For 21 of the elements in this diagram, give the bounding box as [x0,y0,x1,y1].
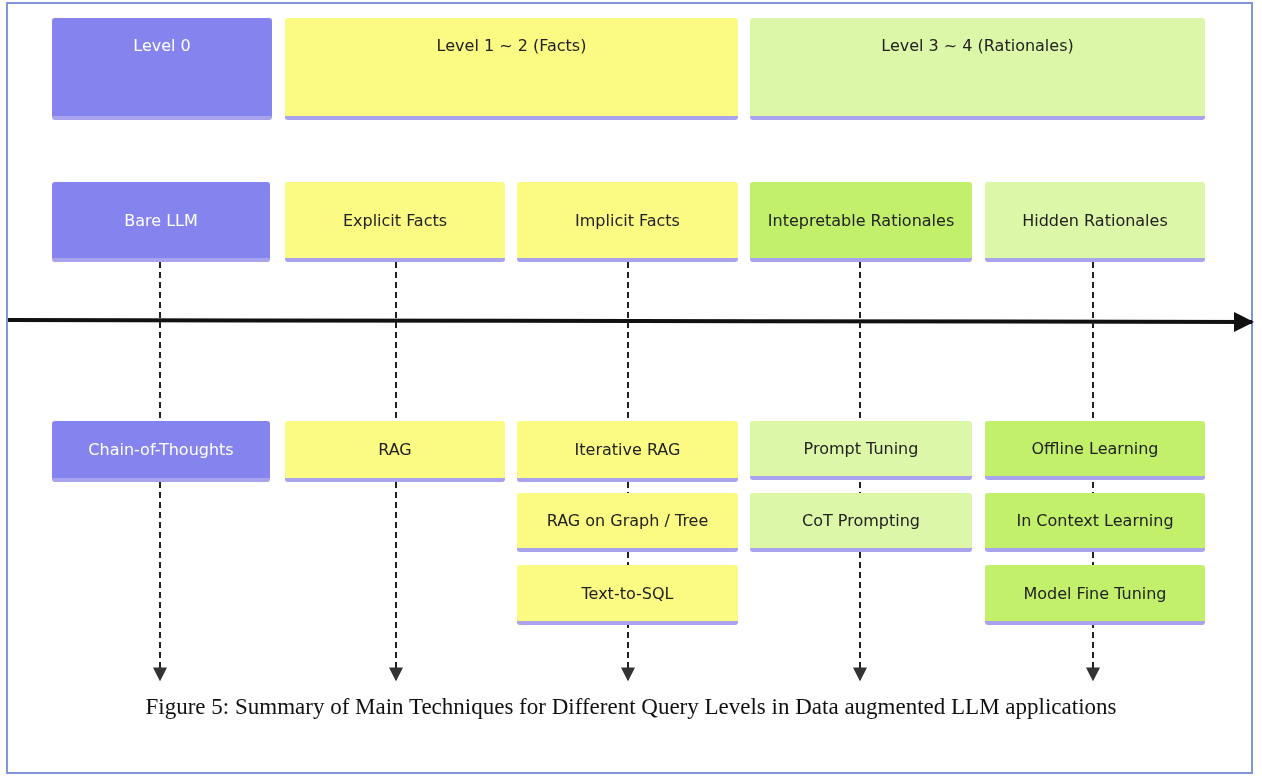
technique-box: In Context Learning [985,493,1205,552]
technique-box: Iterative RAG [517,421,738,482]
query-type-box: Explicit Facts [285,182,505,262]
figure-caption: Figure 5: Summary of Main Techniques for Different Query Levels in Data augmented LLM applications [144,694,1118,720]
technique-box: RAG on Graph / Tree [517,493,738,552]
technique-box: RAG [285,421,505,482]
level-header: Level 1 ~ 2 (Facts) [285,18,738,120]
dashed-arrow [389,261,403,682]
query-type-box: Hidden Rationales [985,182,1205,262]
dashed-arrow [153,261,167,682]
technique-box: Offline Learning [985,421,1205,480]
query-type-box: Intepretable Rationales [750,182,972,262]
level-header: Level 3 ~ 4 (Rationales) [750,18,1205,120]
query-type-box: Implicit Facts [517,182,738,262]
technique-box: Prompt Tuning [750,421,972,480]
technique-box: CoT Prompting [750,493,972,552]
technique-box: Model Fine Tuning [985,565,1205,625]
level-header: Level 0 [52,18,272,120]
query-type-box: Bare LLM [52,182,270,262]
technique-box: Chain-of-Thoughts [52,421,270,482]
technique-box: Text-to-SQL [517,565,738,625]
